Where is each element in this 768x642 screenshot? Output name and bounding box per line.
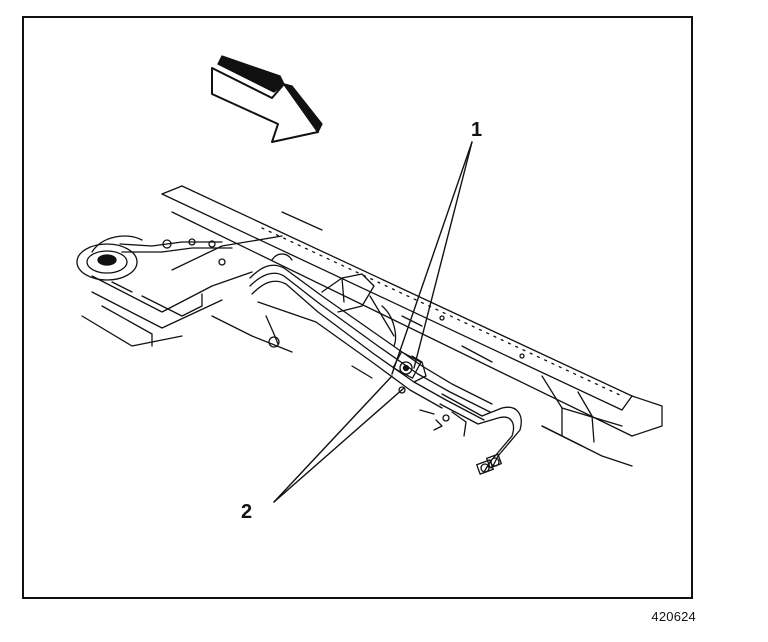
callout-2: 2 [241, 501, 253, 523]
brake-line-bundle [249, 253, 493, 421]
frame-details [218, 211, 525, 379]
brake-line-frame-illustration [76, 55, 663, 503]
callout-leaders [273, 141, 473, 503]
hub-assembly [76, 235, 233, 281]
forward-arrow-icon [211, 55, 323, 143]
frame-rail [161, 185, 663, 467]
callout-1: 1 [471, 119, 483, 141]
figure-number: 420624 [651, 609, 696, 624]
flex-hoses [419, 393, 522, 475]
cross-member [81, 235, 293, 353]
